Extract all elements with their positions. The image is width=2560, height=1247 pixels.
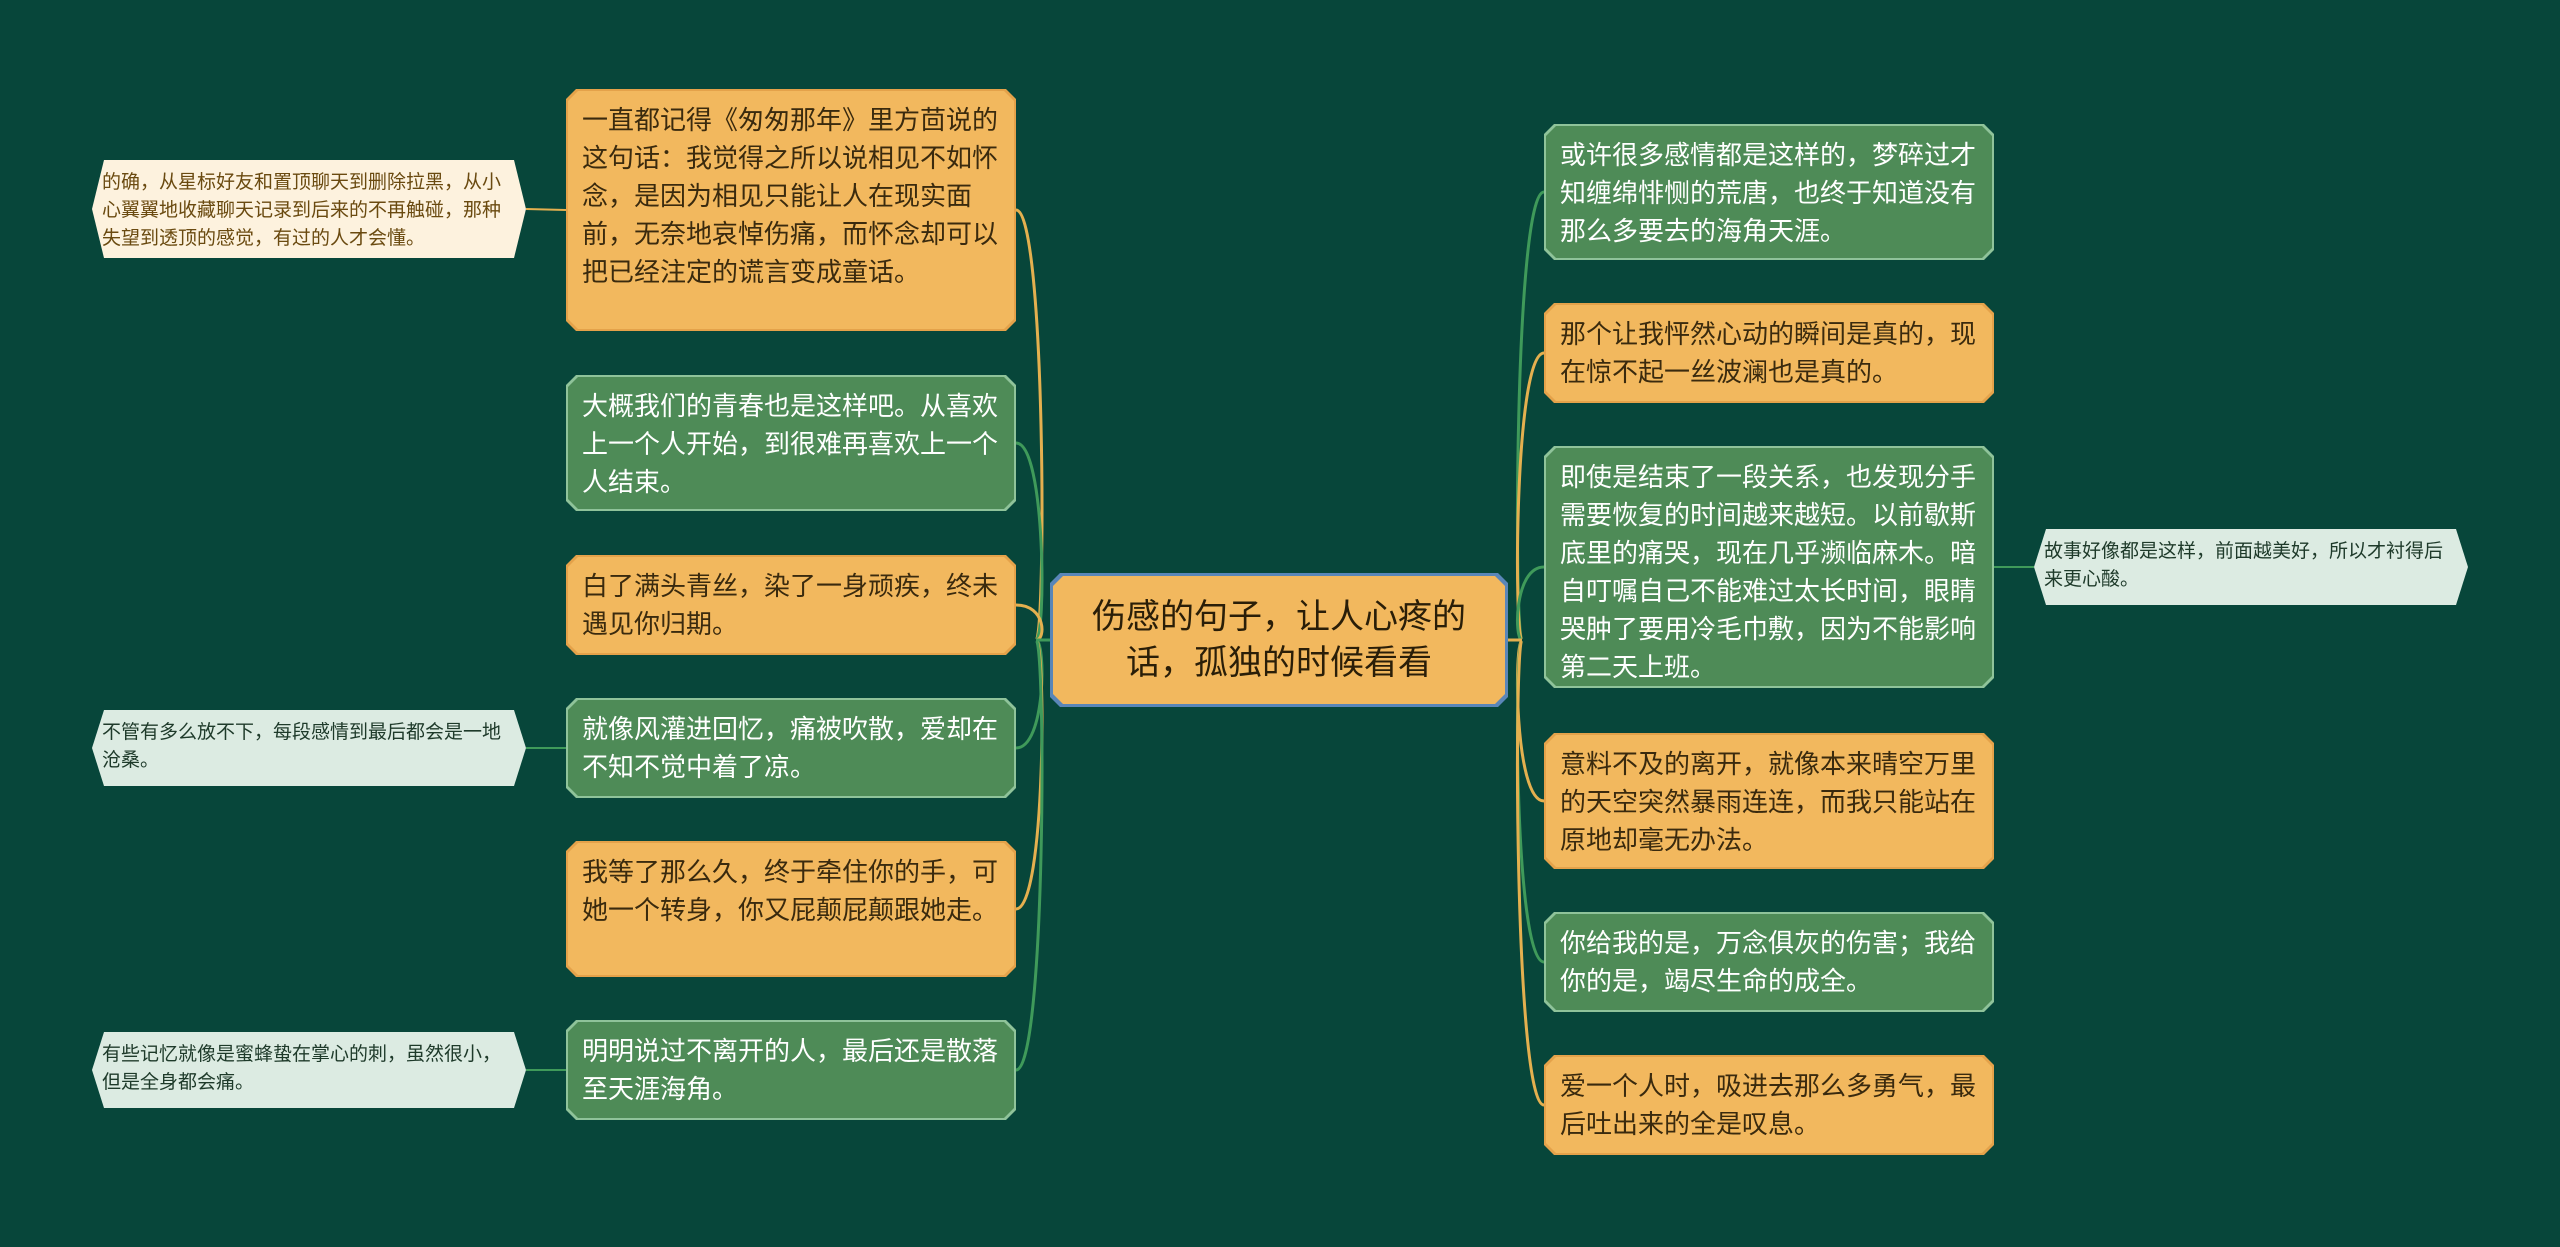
branch-right-4-text: 意料不及的离开，就像本来晴空万里的天空突然暴雨连连，而我只能站在原地却毫无办法。 (1560, 750, 1977, 856)
link-right-3 (1508, 565, 1545, 642)
branch-right-6-frame[interactable]: 爱一个人时，吸进去那么多勇气，最后吐出来的全是叹息。 (1544, 1055, 1994, 1155)
branch-left-5-frame[interactable]: 我等了那么久，终于牵住你的手，可她一个转身，你又屁颠屁颠跟她走。 (566, 841, 1016, 977)
branch-right-2[interactable]: 那个让我怦然心动的瞬间是真的，现在惊不起一丝波澜也是真的。 (1546, 305, 1992, 401)
branch-left-1-text: 一直都记得《匆匆那年》里方茴说的这句话：我觉得之所以说相见不如怀念，是因为相见只… (582, 106, 999, 288)
center-topic-label: 伤感的句子，让人心疼的话，孤独的时候看看 (1092, 597, 1466, 683)
branch-right-5-text: 你给我的是，万念俱灰的伤害；我给你的是，竭尽生命的成全。 (1560, 929, 1977, 997)
branch-right-3[interactable]: 即使是结束了一段关系，也发现分手需要恢复的时间越来越短。以前歇斯底里的痛哭，现在… (1546, 448, 1992, 686)
link-right-4 (1508, 638, 1545, 803)
leaf-left-6-text: 有些记忆就像是蜜蜂蛰在掌心的刺，虽然很小，但是全身都会痛。 (102, 1043, 502, 1093)
branch-left-3-text: 白了满头青丝，染了一身顽疾，终未遇见你归期。 (582, 572, 999, 640)
link-left-4 (1015, 638, 1050, 750)
branch-left-2-text: 大概我们的青春也是这样吧。从喜欢上一个人开始，到很难再喜欢上一个人结束。 (582, 392, 999, 498)
link-left-5 (1015, 638, 1050, 911)
branch-left-2[interactable]: 大概我们的青春也是这样吧。从喜欢上一个人开始，到很难再喜欢上一个人结束。 (568, 377, 1014, 509)
leaf-left-4[interactable]: 不管有多么放不下，每段感情到最后都会是一地沧桑。 (92, 710, 526, 786)
branch-right-5-frame[interactable]: 你给我的是，万念俱灰的伤害；我给你的是，竭尽生命的成全。 (1544, 912, 1994, 1012)
branch-left-1-frame[interactable]: 一直都记得《匆匆那年》里方茴说的这句话：我觉得之所以说相见不如怀念，是因为相见只… (566, 89, 1016, 331)
leaf-left-1-text: 的确，从星标好友和置顶聊天到删除拉黑，从小心翼翼地收藏聊天记录到后来的不再触碰，… (102, 171, 502, 249)
branch-right-2-frame[interactable]: 那个让我怦然心动的瞬间是真的，现在惊不起一丝波澜也是真的。 (1544, 303, 1994, 403)
link-left-2 (1015, 441, 1050, 642)
branch-left-5[interactable]: 我等了那么久，终于牵住你的手，可她一个转身，你又屁颠屁颠跟她走。 (568, 843, 1014, 975)
branch-left-2-frame[interactable]: 大概我们的青春也是这样吧。从喜欢上一个人开始，到很难再喜欢上一个人结束。 (566, 375, 1016, 511)
branch-right-2-text: 那个让我怦然心动的瞬间是真的，现在惊不起一丝波澜也是真的。 (1560, 320, 1977, 388)
branch-left-4-text: 就像风灌进回忆，痛被吹散，爱却在不知不觉中着了凉。 (582, 715, 999, 783)
branch-right-5[interactable]: 你给我的是，万念俱灰的伤害；我给你的是，竭尽生命的成全。 (1546, 914, 1992, 1010)
leaf-left-1[interactable]: 的确，从星标好友和置顶聊天到删除拉黑，从小心翼翼地收藏聊天记录到后来的不再触碰，… (92, 160, 526, 258)
branch-left-3[interactable]: 白了满头青丝，染了一身顽疾，终未遇见你归期。 (568, 557, 1014, 653)
branch-left-4[interactable]: 就像风灌进回忆，痛被吹散，爱却在不知不觉中着了凉。 (568, 700, 1014, 796)
branch-right-3-frame[interactable]: 即使是结束了一段关系，也发现分手需要恢复的时间越来越短。以前歇斯底里的痛哭，现在… (1544, 446, 1994, 688)
leaf-left-4-text: 不管有多么放不下，每段感情到最后都会是一地沧桑。 (102, 721, 502, 771)
center-topic-frame[interactable]: 伤感的句子，让人心疼的话，孤独的时候看看 (1050, 573, 1508, 707)
link-leaf-left-1 (525, 208, 567, 211)
link-right-2 (1508, 351, 1545, 642)
branch-right-1[interactable]: 或许很多感情都是这样的，梦碎过才知缠绵悱恻的荒唐，也终于知道没有那么多要去的海角… (1546, 126, 1992, 258)
branch-left-4-frame[interactable]: 就像风灌进回忆，痛被吹散，爱却在不知不觉中着了凉。 (566, 698, 1016, 798)
branch-right-1-text: 或许很多感情都是这样的，梦碎过才知缠绵悱恻的荒唐，也终于知道没有那么多要去的海角… (1560, 141, 1977, 247)
link-right-1 (1508, 190, 1545, 642)
branch-right-1-frame[interactable]: 或许很多感情都是这样的，梦碎过才知缠绵悱恻的荒唐，也终于知道没有那么多要去的海角… (1544, 124, 1994, 260)
leaf-left-6[interactable]: 有些记忆就像是蜜蜂蛰在掌心的刺，虽然很小，但是全身都会痛。 (92, 1032, 526, 1108)
link-right-6 (1508, 638, 1545, 1107)
branch-left-3-frame[interactable]: 白了满头青丝，染了一身顽疾，终未遇见你归期。 (566, 555, 1016, 655)
branch-left-6-frame[interactable]: 明明说过不离开的人，最后还是散落至天涯海角。 (566, 1020, 1016, 1120)
link-right-5 (1508, 638, 1545, 964)
leaf-right-3-text: 故事好像都是这样，前面越美好，所以才衬得后来更心酸。 (2044, 540, 2444, 590)
link-left-6 (1015, 638, 1050, 1072)
branch-left-1[interactable]: 一直都记得《匆匆那年》里方茴说的这句话：我觉得之所以说相见不如怀念，是因为相见只… (568, 91, 1014, 329)
link-left-1 (1015, 208, 1050, 642)
branch-right-4-frame[interactable]: 意料不及的离开，就像本来晴空万里的天空突然暴雨连连，而我只能站在原地却毫无办法。 (1544, 733, 1994, 869)
branch-right-6-text: 爱一个人时，吸进去那么多勇气，最后吐出来的全是叹息。 (1560, 1072, 1977, 1140)
branch-right-4[interactable]: 意料不及的离开，就像本来晴空万里的天空突然暴雨连连，而我只能站在原地却毫无办法。 (1546, 735, 1992, 867)
leaf-right-3[interactable]: 故事好像都是这样，前面越美好，所以才衬得后来更心酸。 (2034, 529, 2468, 605)
branch-left-6[interactable]: 明明说过不离开的人，最后还是散落至天涯海角。 (568, 1022, 1014, 1118)
link-left-3 (1015, 603, 1050, 642)
branch-left-5-text: 我等了那么久，终于牵住你的手，可她一个转身，你又屁颠屁颠跟她走。 (582, 858, 999, 926)
branch-right-3-text: 即使是结束了一段关系，也发现分手需要恢复的时间越来越短。以前歇斯底里的痛哭，现在… (1560, 463, 1977, 683)
center-topic[interactable]: 伤感的句子，让人心疼的话，孤独的时候看看 (1053, 576, 1505, 704)
branch-left-6-text: 明明说过不离开的人，最后还是散落至天涯海角。 (582, 1037, 999, 1105)
branch-right-6[interactable]: 爱一个人时，吸进去那么多勇气，最后吐出来的全是叹息。 (1546, 1057, 1992, 1153)
